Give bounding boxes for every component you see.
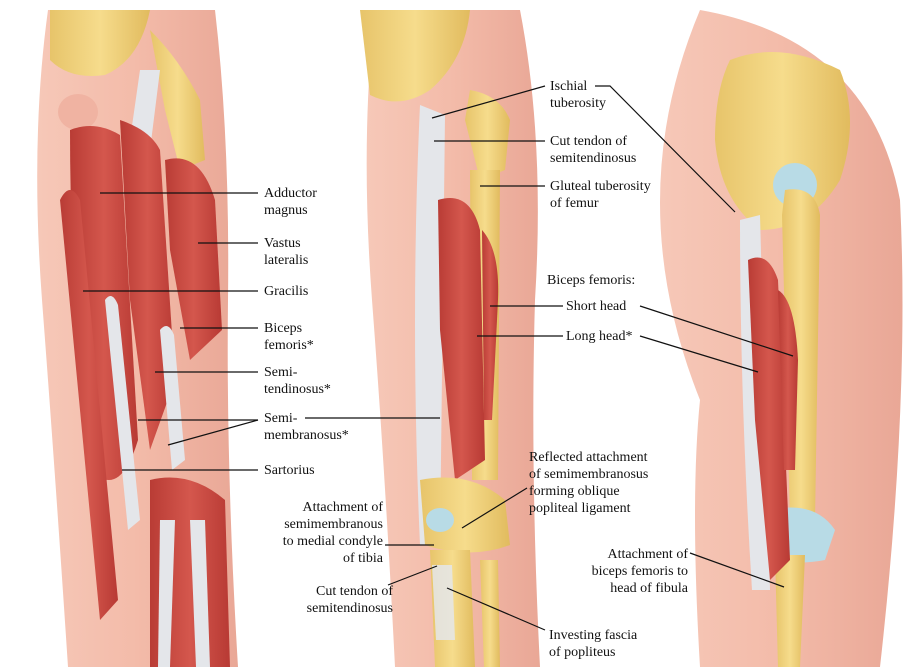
leader-semimembranosus-2: [167, 419, 259, 446]
label-line: Gluteal tuberosity: [550, 179, 651, 194]
label-semitendinosus: Semi- tendinosus*: [264, 364, 331, 398]
label-gracilis: Gracilis: [264, 283, 308, 300]
label-line: Gracilis: [264, 284, 309, 299]
label-line: Cut tendon of: [550, 134, 627, 149]
label-line: membranosus*: [264, 428, 349, 443]
label-investing-fascia: Investing fascia of popliteus: [549, 627, 637, 661]
label-line: Investing fascia: [549, 628, 638, 643]
label-biceps-femoris: Biceps femoris*: [264, 320, 314, 354]
leader-investing-fascia: [446, 587, 546, 631]
label-line: Short head: [566, 299, 627, 314]
label-line: Ischial: [550, 79, 588, 94]
label-line: Biceps femoris:: [547, 273, 636, 288]
label-line: Adductor: [264, 186, 317, 201]
leader-ischial-right: [595, 85, 736, 213]
label-attachment-biceps: Attachment of biceps femoris to head of …: [575, 546, 688, 597]
leader-attachment-biceps: [689, 552, 785, 588]
label-line: biceps femoris to: [591, 564, 688, 579]
label-line: Vastus: [264, 236, 301, 251]
label-line: Sartorius: [264, 463, 315, 478]
left-thigh-illustration: [37, 10, 239, 667]
leader-short-head-right: [639, 305, 794, 357]
label-line: to medial condyle: [282, 534, 383, 549]
middle-thigh-illustration: [360, 10, 540, 667]
label-line: of tibia: [342, 551, 383, 566]
leader-reflected-attachment: [461, 487, 528, 529]
label-semimembranosus: Semi- membranosus*: [264, 410, 349, 444]
label-line: tuberosity: [550, 96, 606, 111]
label-line: semitendinosus: [550, 151, 637, 166]
label-adductor-magnus: Adductor magnus: [264, 185, 317, 219]
label-line: Biceps: [264, 321, 303, 336]
label-line: Reflected attachment: [529, 450, 648, 465]
label-line: lateralis: [264, 253, 309, 268]
label-biceps-femoris-heading: Biceps femoris:: [547, 272, 635, 289]
label-ischial-tuberosity: Ischial tuberosity: [550, 78, 606, 112]
label-cut-tendon-top: Cut tendon of semitendinosus: [550, 133, 636, 167]
right-leg-illustration: [660, 10, 903, 667]
label-line: Attachment of: [607, 547, 688, 562]
label-sartorius: Sartorius: [264, 462, 315, 479]
label-short-head: Short head: [566, 298, 626, 315]
label-line: of popliteus: [549, 645, 616, 660]
label-line: semitendinosus: [306, 601, 393, 616]
label-cut-tendon-bottom: Cut tendon of semitendinosus: [283, 583, 393, 617]
leader-lines: [83, 85, 794, 631]
label-line: magnus: [264, 203, 308, 218]
label-line: of femur: [550, 196, 599, 211]
label-attachment-semimembranosus: Attachment of semimembranous to medial c…: [263, 499, 383, 567]
label-vastus-lateralis: Vastus lateralis: [264, 235, 308, 269]
label-line: tendinosus*: [264, 382, 331, 397]
label-line: Cut tendon of: [316, 584, 393, 599]
label-line: femoris*: [264, 338, 314, 353]
label-line: Long head*: [566, 329, 633, 344]
label-line: Attachment of: [302, 500, 383, 515]
leader-cut-tendon-bottom: [387, 565, 438, 586]
label-long-head: Long head*: [566, 328, 632, 345]
label-line: Semi-: [264, 411, 298, 426]
label-line: popliteal ligament: [529, 501, 631, 516]
label-line: of semimembranosus: [529, 467, 649, 482]
leader-ischial-left: [431, 85, 546, 119]
label-line: semimembranous: [284, 517, 383, 532]
label-line: Semi-: [264, 365, 298, 380]
label-gluteal-tuberosity: Gluteal tuberosity of femur: [550, 178, 651, 212]
label-reflected-attachment: Reflected attachment of semimembranosus …: [529, 449, 648, 517]
label-line: forming oblique: [529, 484, 620, 499]
leader-long-head-right: [639, 335, 759, 373]
label-line: head of fibula: [610, 581, 688, 596]
